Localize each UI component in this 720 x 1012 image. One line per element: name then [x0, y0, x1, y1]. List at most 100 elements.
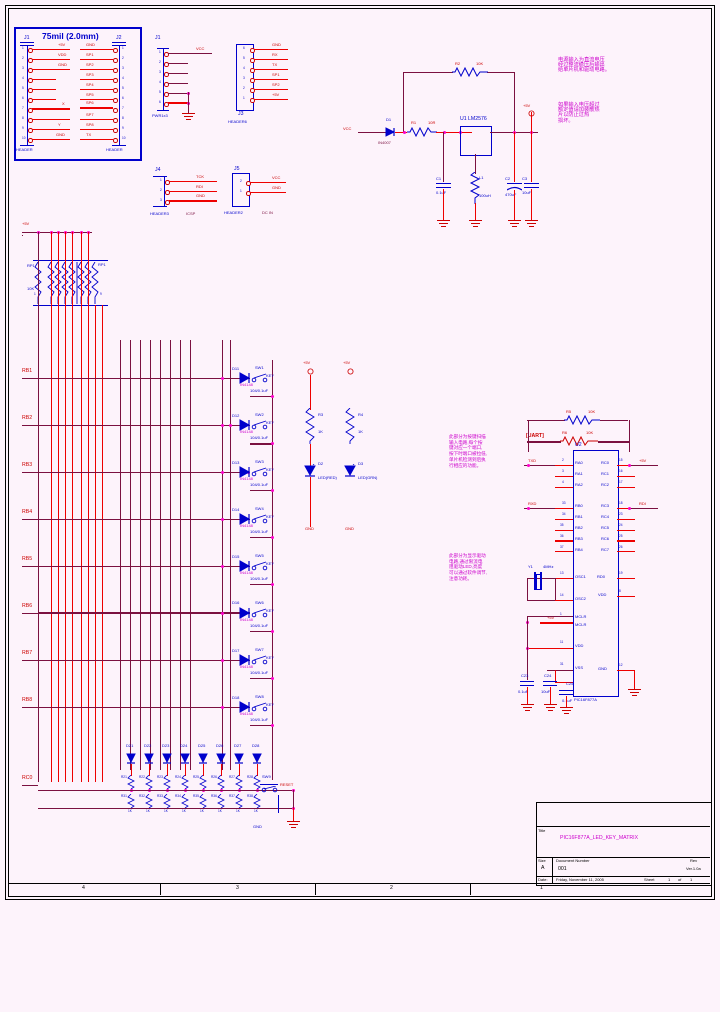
diode-d25-symbol — [198, 753, 208, 764]
j2-pin[interactable] — [113, 58, 118, 63]
bus-line-col — [102, 305, 103, 782]
j3-pin[interactable] — [250, 78, 255, 83]
mcu-pin-number: 34 — [562, 512, 566, 516]
j2-net-label: SP8 — [86, 122, 94, 127]
j1-pin[interactable] — [28, 58, 33, 63]
j3-pin[interactable] — [250, 58, 255, 63]
matrix-col-bus — [222, 340, 223, 770]
j1-pin[interactable] — [28, 78, 33, 83]
j4-bot — [153, 206, 167, 207]
c25-value: 0.1uF — [562, 698, 573, 703]
j2-pin[interactable] — [113, 68, 118, 73]
j1-pin[interactable] — [28, 48, 33, 53]
j1-pin[interactable] — [28, 118, 33, 123]
j5-pin[interactable] — [246, 181, 251, 186]
rev-label: Rev — [690, 858, 698, 863]
matrix-col-bus — [120, 340, 121, 770]
mcu-pin-number: 37 — [560, 545, 564, 549]
array-r-bot-value: 1K — [254, 809, 258, 813]
rp-pin-label: 9 — [100, 292, 102, 296]
j3-net: RX — [272, 52, 278, 57]
j1pwr-footprint: PWR1x3 — [152, 113, 168, 118]
frame-divider — [160, 883, 161, 895]
psu-input-wire — [358, 132, 388, 133]
j2-pin[interactable] — [113, 78, 118, 83]
c1-ref: C1 — [436, 176, 442, 181]
j1pwr-pin-number: 2 — [159, 60, 161, 64]
j2-pin[interactable] — [113, 48, 118, 53]
row-port-label: RB4 — [22, 509, 33, 515]
r5-value: 10K — [588, 409, 596, 414]
junction-dot — [221, 377, 224, 380]
psu-wire — [395, 132, 407, 133]
resistor-r32-symbol — [145, 794, 153, 808]
j3-pin[interactable] — [250, 88, 255, 93]
u1-ref: U1 — [460, 116, 467, 122]
resistor-r28-symbol — [253, 775, 261, 789]
j1-pin[interactable] — [28, 138, 33, 143]
j1pwr-pin[interactable] — [164, 62, 169, 67]
j1-pin[interactable] — [28, 98, 33, 103]
note-text-4: 此部分为显示驱动 电路,通过限流电 阻驱动LED,亮度 可以通过软件调节, 注意… — [449, 553, 488, 581]
array-diode-ref: D27 — [234, 743, 242, 748]
j4-pin[interactable] — [165, 190, 170, 195]
j2-pin[interactable] — [113, 128, 118, 133]
r5-ref: R5 — [566, 409, 572, 414]
j3-wire — [254, 89, 288, 90]
mcu-gnd-wire — [634, 670, 635, 690]
j1pwr-pin[interactable] — [164, 52, 169, 57]
junction-dot — [527, 464, 530, 467]
j1pwr-wire — [168, 53, 212, 54]
sheet-frame-inner — [8, 8, 712, 897]
j4-pin[interactable] — [165, 200, 170, 205]
mcu-pin-number: 12 — [619, 663, 623, 667]
diode-row-symbol — [239, 654, 251, 666]
j2-pin[interactable] — [113, 88, 118, 93]
matrix-col-bus — [180, 340, 181, 770]
c25-plate — [559, 694, 573, 696]
j4-pin[interactable] — [165, 180, 170, 185]
j5-pin[interactable] — [246, 191, 251, 196]
r4-value: 1K — [358, 429, 363, 434]
j3-pin[interactable] — [250, 98, 255, 103]
j1pwr-wire — [168, 93, 188, 94]
j3-pin[interactable] — [250, 68, 255, 73]
switch-symbol — [251, 373, 268, 383]
frame-col-mark: 4 — [82, 885, 85, 891]
j1pwr-pin[interactable] — [164, 82, 169, 87]
row-cap-wire — [250, 584, 272, 585]
c3-ref: C3 — [522, 176, 528, 181]
frame-divider — [315, 883, 316, 895]
array-wire — [185, 764, 186, 776]
mcu-pin-name: RA2 — [575, 482, 583, 487]
j1pwr-pin[interactable] — [164, 72, 169, 77]
j1-pin[interactable] — [28, 68, 33, 73]
j1pwr-pin[interactable] — [164, 92, 169, 97]
array-diode-ref: D21 — [126, 743, 134, 748]
j1-pin[interactable] — [28, 128, 33, 133]
row-port-label: RB5 — [22, 556, 33, 562]
j2-pin[interactable] — [113, 118, 118, 123]
j1-pin[interactable] — [28, 88, 33, 93]
j1pwr-bot — [157, 110, 169, 111]
j2-pin[interactable] — [113, 138, 118, 143]
j2-bot-bar — [112, 145, 126, 146]
matrix-col-bus — [190, 340, 191, 770]
row-port-label: RB3 — [22, 462, 33, 468]
j1-net-label: X — [62, 101, 65, 106]
j3-pin[interactable] — [250, 48, 255, 53]
j1pwr-pin[interactable] — [164, 102, 169, 107]
array-r-bot-ref: R38 — [247, 794, 253, 798]
j1-pin[interactable] — [28, 108, 33, 113]
j2-pin-wire — [80, 119, 113, 120]
ground-symbol — [628, 689, 642, 697]
j2-pin[interactable] — [113, 108, 118, 113]
mcu-pin-number: 19 — [619, 571, 623, 575]
array-wire — [221, 764, 222, 776]
psu-fb-right-drop — [514, 72, 515, 132]
row-sw-ref: SW4 — [255, 506, 264, 511]
mcu-pin-number: 2 — [562, 458, 564, 462]
j1-bot-bar — [20, 145, 34, 146]
j2-pin[interactable] — [113, 98, 118, 103]
c24-ref: C24 — [544, 673, 552, 678]
